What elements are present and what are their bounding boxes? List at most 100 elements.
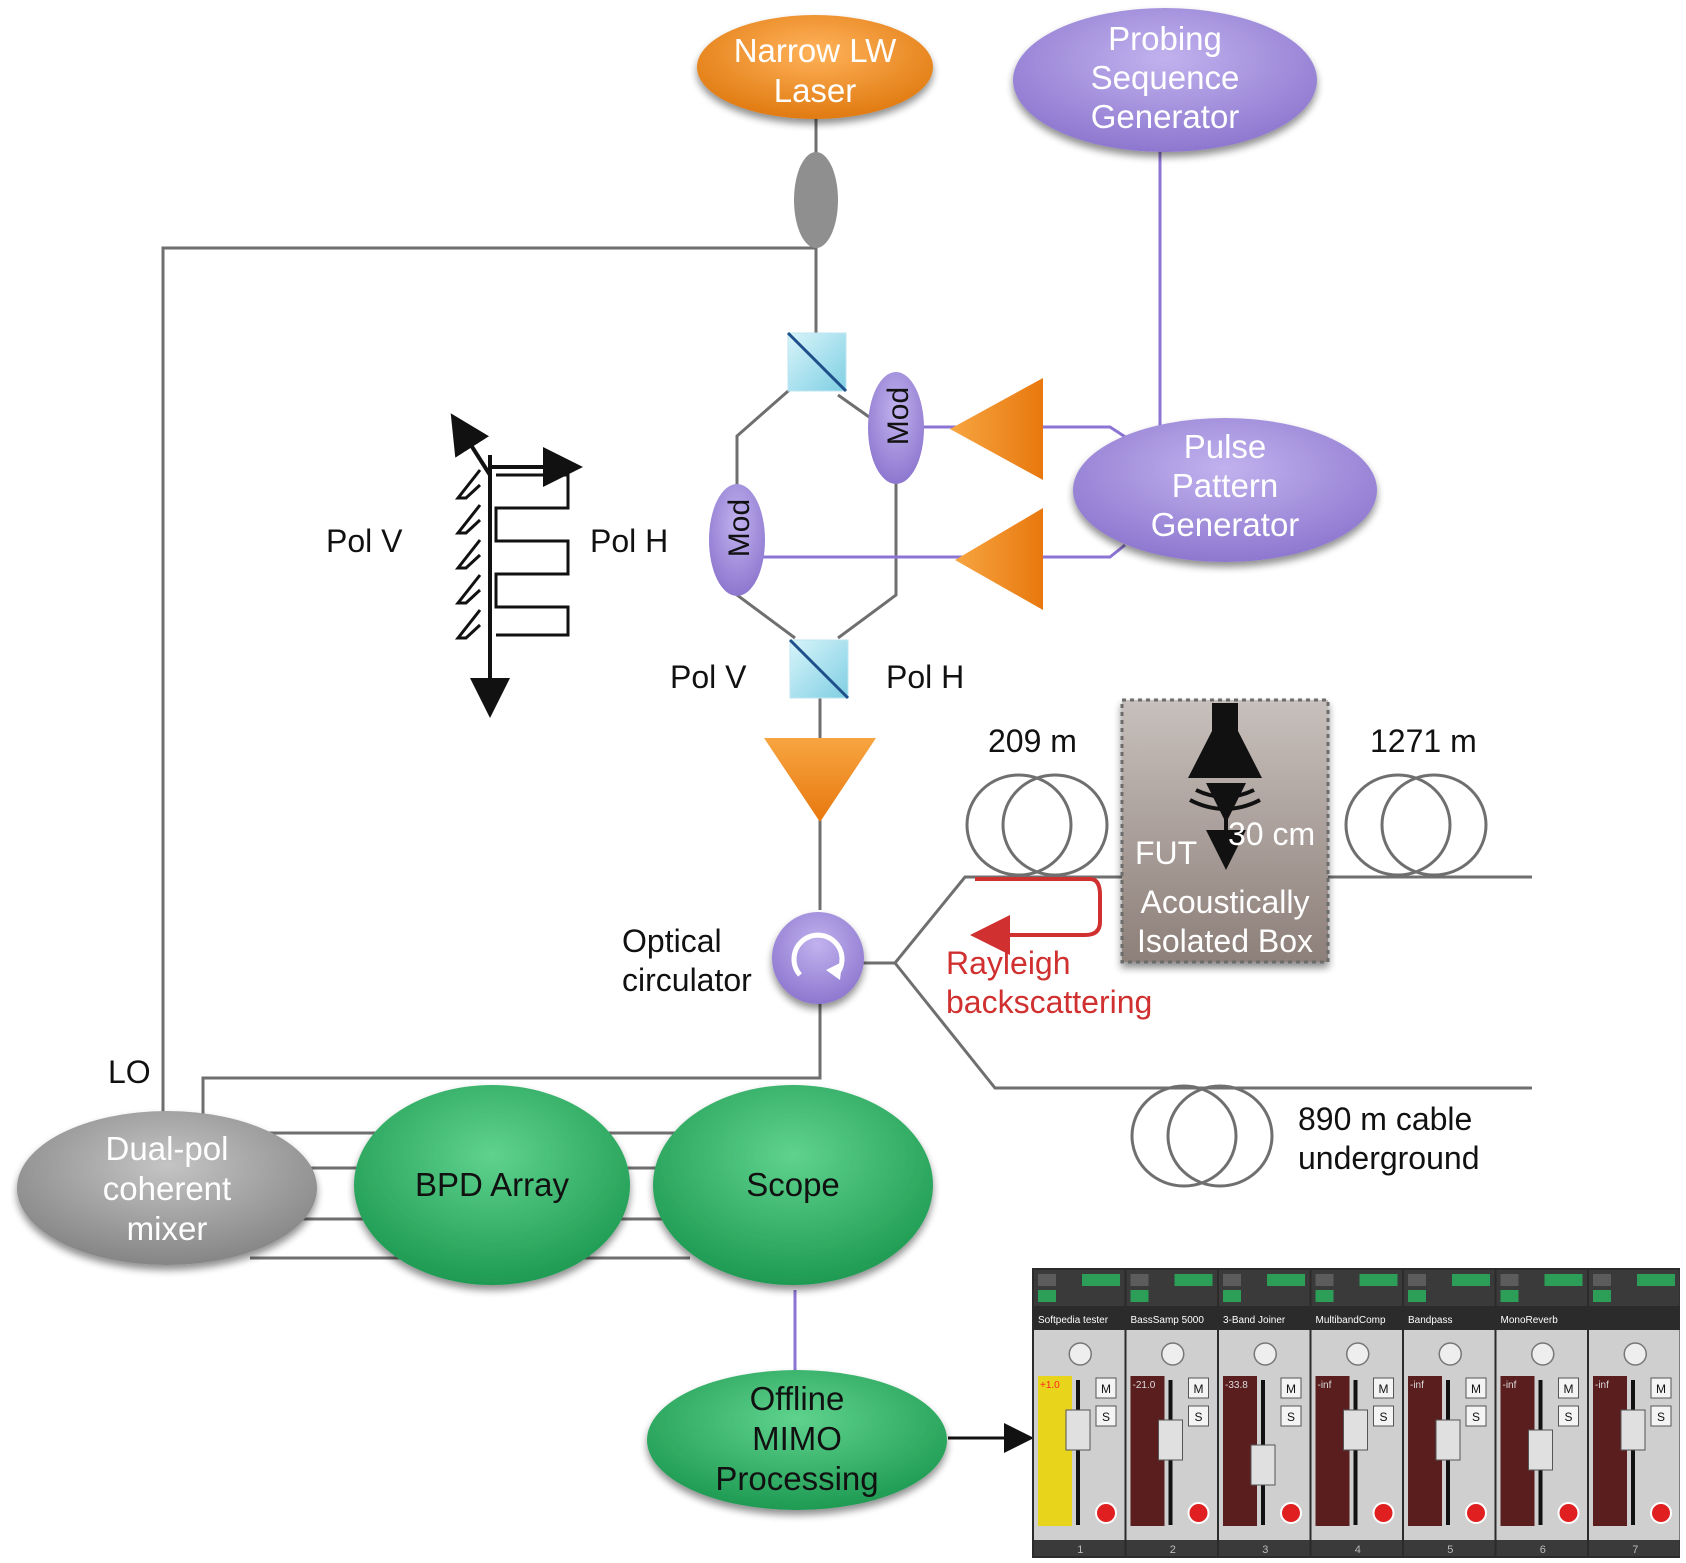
fx-button: [1223, 1274, 1241, 1286]
mute-button: [1095, 1377, 1117, 1399]
mute-button: [1188, 1377, 1209, 1399]
pol-v-sketch-label: Pol V: [326, 523, 403, 559]
arm-button: [1408, 1290, 1426, 1302]
arm-button: [1500, 1290, 1519, 1302]
mute-label: M: [1656, 1382, 1666, 1396]
length-209-label: 209 m: [988, 723, 1077, 759]
probe-label-1: Probing: [1108, 20, 1222, 57]
channel-number: 3: [1262, 1544, 1268, 1556]
pol-h-sketch-label: Pol H: [590, 523, 668, 559]
record-icon: [1095, 1502, 1117, 1524]
solo-button: [1373, 1405, 1394, 1427]
solo-button: [1465, 1405, 1487, 1427]
strip-footer: [1126, 1540, 1217, 1556]
bpd-node: [354, 1085, 630, 1285]
mute-label: M: [1101, 1382, 1111, 1396]
amplifier-booster: [764, 738, 876, 822]
record-icon: [1187, 1502, 1210, 1524]
mute-button: [1280, 1377, 1302, 1399]
strip-footer: [1034, 1540, 1125, 1556]
fut-label: FUT: [1135, 835, 1197, 871]
fader-handle: [1065, 1409, 1091, 1451]
channel-number: 6: [1540, 1544, 1546, 1556]
pan-knob: [1161, 1342, 1185, 1366]
rayleigh-arrow: [970, 877, 1102, 955]
length-1271-label: 1271 m: [1370, 723, 1477, 759]
beam-splitter-top: [786, 331, 848, 393]
laser-label-1: Narrow LW: [734, 32, 897, 69]
route-button: [1174, 1274, 1213, 1286]
pol-controller: [794, 152, 838, 248]
solo-button: [1558, 1405, 1579, 1427]
solo-label: S: [1194, 1410, 1202, 1424]
fx-button: [1038, 1274, 1056, 1286]
amplifier-top: [950, 378, 1043, 480]
mixer-label-3: mixer: [127, 1210, 208, 1247]
solo-label: S: [1472, 1410, 1480, 1424]
fader-track: [1353, 1380, 1358, 1525]
channel-db: -inf: [1595, 1380, 1609, 1391]
modulator-top: [868, 372, 924, 484]
laser-node: [697, 15, 933, 119]
strip-footer: [1311, 1540, 1402, 1556]
coil-209m: [965, 773, 1109, 877]
channel-number: 4: [1355, 1544, 1361, 1556]
mod-top-label: Mod: [882, 387, 915, 445]
pulse-generator-node: [1073, 418, 1377, 562]
mute-label: M: [1471, 1382, 1481, 1396]
channel-name: 3-Band Joiner: [1223, 1315, 1286, 1326]
route-button: [1267, 1274, 1305, 1286]
fader-handle: [1343, 1409, 1368, 1451]
scope-label: Scope: [746, 1166, 840, 1203]
pulse-label-3: Generator: [1151, 506, 1300, 543]
pan-knob: [1623, 1342, 1647, 1366]
rf-lines: [760, 150, 1162, 1385]
channel-number: 1: [1077, 1544, 1083, 1556]
mod-bottom-label: Mod: [723, 499, 756, 557]
fader-handle: [1435, 1419, 1461, 1461]
fader-handle: [1250, 1444, 1276, 1486]
record-icon: [1372, 1502, 1395, 1524]
mute-button: [1465, 1377, 1487, 1399]
fader-handle: [1158, 1419, 1183, 1461]
channel-db: -21.0: [1133, 1380, 1156, 1391]
cable-label-1: 890 m cable: [1298, 1101, 1472, 1137]
box-label-1: Acoustically: [1141, 884, 1310, 920]
fx-button: [1130, 1274, 1149, 1286]
pan-knob: [1438, 1342, 1462, 1366]
fx-button: [1315, 1274, 1334, 1286]
level-meter: [1038, 1376, 1072, 1526]
pulse-label-2: Pattern: [1172, 467, 1278, 504]
channel-name: BassSamp 5000: [1131, 1315, 1205, 1326]
probe-label-2: Sequence: [1091, 59, 1240, 96]
amplifier-middle: [955, 508, 1043, 610]
mimo-node: [647, 1370, 947, 1510]
record-icon: [1280, 1502, 1302, 1524]
channel-db: -inf: [1410, 1380, 1424, 1391]
channel-db: -33.8: [1225, 1380, 1248, 1391]
circulator-node: [772, 912, 864, 1004]
record-icon: [1557, 1502, 1580, 1524]
pulse-label-1: Pulse: [1184, 428, 1267, 465]
mimo-label-2: MIMO: [752, 1420, 842, 1457]
mute-label: M: [1564, 1382, 1574, 1396]
beam-splitter-bottom: [788, 638, 850, 700]
channel-number: 7: [1632, 1544, 1638, 1556]
fx-button: [1500, 1274, 1519, 1286]
mute-label: M: [1379, 1382, 1389, 1396]
solo-label: S: [1102, 1410, 1110, 1424]
solo-label: S: [1564, 1410, 1572, 1424]
strip-footer: [1404, 1540, 1495, 1556]
mimo-label-1: Offline: [750, 1380, 845, 1417]
circulator-label-2: circulator: [622, 962, 752, 998]
route-button: [1359, 1274, 1398, 1286]
solo-button: [1188, 1405, 1209, 1427]
cable-label-2: underground: [1298, 1140, 1479, 1176]
channel-db: +1.0: [1040, 1380, 1060, 1391]
